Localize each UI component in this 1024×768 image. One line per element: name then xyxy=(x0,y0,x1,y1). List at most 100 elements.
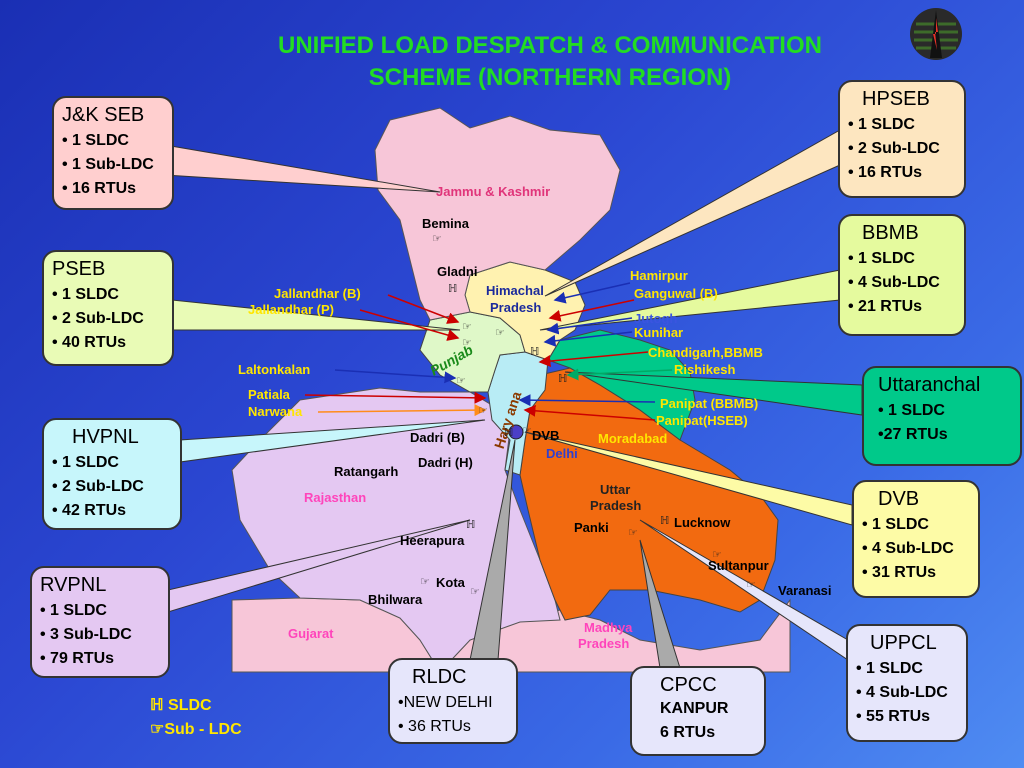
label-jammu-kashmir: Jammu & Kashmir xyxy=(436,184,551,199)
sldc-icon: ℍ xyxy=(558,373,568,385)
box-item: • 55 RTUs xyxy=(856,708,931,725)
label-himachal-2: Pradesh xyxy=(490,300,542,315)
title-line-2: SCHEME (NORTHERN REGION) xyxy=(368,64,732,91)
sub-ldc-icon: ☞ xyxy=(456,375,466,387)
hvpnl-box: HVPNL • 1 SLDC • 2 Sub-LDC • 42 RTUs xyxy=(42,418,182,530)
cpcc-box: CPCC KANPUR 6 RTUs xyxy=(630,666,766,756)
arrow-chandigarh xyxy=(538,351,649,368)
legend: ℍ SLDC ☞Sub - LDC xyxy=(150,694,242,742)
place-ratangarh: Ratangarh xyxy=(334,464,399,479)
box-item: • 1 SLDC xyxy=(862,516,929,533)
box-item: • 79 RTUs xyxy=(40,650,115,667)
sub-ldc-icon: ☞ xyxy=(746,579,756,591)
box-item: • 4 Sub-LDC xyxy=(856,684,948,701)
delhi-region xyxy=(508,424,524,440)
uppcl-box: UPPCL • 1 SLDC • 4 Sub-LDC • 55 RTUs xyxy=(846,624,968,742)
box-item: • 16 RTUs xyxy=(62,180,137,197)
box-title: CPCC xyxy=(660,674,717,696)
box-item: • 4 Sub-LDC xyxy=(862,540,954,557)
box-title: PSEB xyxy=(52,258,106,280)
arrow-kunihar xyxy=(543,331,633,347)
box-item: • 1 SLDC xyxy=(40,602,107,619)
box-title: HVPNL xyxy=(72,426,139,448)
place-chandigarh: Chandigarh,BBMB xyxy=(648,345,763,360)
sub-ldc-icon: ☞ xyxy=(432,233,442,245)
box-item: • 16 RTUs xyxy=(848,164,923,181)
jk-seb-box: J&K SEB • 1 SLDC • 1 Sub-LDC • 16 RTUs xyxy=(52,96,174,210)
sldc-icon: ℍ xyxy=(466,519,476,531)
box-item: 6 RTUs xyxy=(660,724,716,741)
box-item: • 42 RTUs xyxy=(52,502,127,519)
box-item: • 2 Sub-LDC xyxy=(52,310,144,327)
place-laltonkalan: Laltonkalan xyxy=(238,362,311,377)
box-item: •27 RTUs xyxy=(878,426,948,443)
arrow-narwana xyxy=(317,404,487,417)
box-item: • 1 SLDC xyxy=(52,286,119,303)
place-sultanpur: Sultanpur xyxy=(708,558,769,573)
label-uttar: Uttar xyxy=(600,482,631,497)
box-item: • 2 Sub-LDC xyxy=(848,140,940,157)
sub-ldc-icon: ☞ xyxy=(522,425,532,437)
sub-ldc-icon: ☞ xyxy=(628,527,638,539)
box-title: BBMB xyxy=(862,222,919,244)
label-rajasthan: Rajasthan xyxy=(304,490,367,505)
sub-ldc-icon: ☞ xyxy=(150,721,165,738)
label-delhi: Delhi xyxy=(546,446,578,461)
hpseb-box: HPSEB • 1 SLDC • 2 Sub-LDC • 16 RTUs xyxy=(838,80,966,198)
box-item: • 3 Sub-LDC xyxy=(40,626,132,643)
box-item: • 31 RTUs xyxy=(862,564,937,581)
place-jallandhar-p: Jallandhar (P) xyxy=(248,302,334,317)
arrow-rishikesh xyxy=(566,368,673,381)
sub-ldc-icon: ☞ xyxy=(420,576,430,588)
place-ganguwal: Ganguwal (B) xyxy=(634,286,718,301)
place-varanasi: Varanasi xyxy=(778,583,832,598)
arrow-panipat-hseb xyxy=(523,404,656,421)
title-line-1: UNIFIED LOAD DESPATCH & COMMUNICATION xyxy=(278,32,822,59)
label-himachal: Himachal xyxy=(486,283,544,298)
legend-subldc: ☞Sub - LDC xyxy=(150,721,242,738)
place-hamirpur: Hamirpur xyxy=(630,268,688,283)
powergrid-logo xyxy=(910,8,962,60)
label-madhya-2: Pradesh xyxy=(578,636,630,651)
box-item: • 4 Sub-LDC xyxy=(848,274,940,291)
sldc-icon: ℍ xyxy=(448,283,458,295)
label-uttar-2: Pradesh xyxy=(590,498,642,513)
arrow-jallandhar-b xyxy=(387,294,460,324)
pseb-box: PSEB • 1 SLDC • 2 Sub-LDC • 40 RTUs xyxy=(42,250,174,366)
arrow-hamirpur xyxy=(553,282,631,304)
box-item: • 21 RTUs xyxy=(848,298,923,315)
legend-sldc: ℍ SLDC xyxy=(150,697,212,714)
box-item: • 1 Sub-LDC xyxy=(62,156,154,173)
arrow-laltonkalan xyxy=(334,369,457,384)
sub-ldc-icon: ☞ xyxy=(478,405,488,417)
place-panki: Panki xyxy=(574,520,609,535)
box-item: • 1 SLDC xyxy=(878,402,945,419)
sub-ldc-icon: ☞ xyxy=(462,321,472,333)
place-kota: Kota xyxy=(436,575,465,590)
box-item: •NEW DELHI xyxy=(398,694,493,711)
uttaranchal-box: Uttaranchal • 1 SLDC •27 RTUs xyxy=(862,366,1022,466)
place-bhilwara: Bhilwara xyxy=(368,592,423,607)
place-jallandhar-b: Jallandhar (B) xyxy=(274,286,361,301)
place-panipat-bbmb: Panipat (BBMB) xyxy=(660,396,759,411)
arrow-jallandhar-p xyxy=(359,309,460,341)
label-gujarat: Gujarat xyxy=(288,626,334,641)
sldc-icon: ℍ xyxy=(530,346,540,358)
box-subtitle: KANPUR xyxy=(660,700,729,717)
box-title: RLDC xyxy=(412,666,467,688)
place-dvb: DVB xyxy=(532,428,560,443)
box-item: • 40 RTUs xyxy=(52,334,127,351)
box-title: RVPNL xyxy=(40,574,107,596)
place-dadri-b: Dadri (B) xyxy=(410,430,465,445)
page-title: UNIFIED LOAD DESPATCH & COMMUNICATION SC… xyxy=(200,30,900,94)
place-jutogh: Jutogh xyxy=(634,311,678,326)
place-bemina: Bemina xyxy=(422,216,469,231)
place-heerapura: Heerapura xyxy=(400,533,465,548)
place-kunihar: Kunihar xyxy=(634,325,684,340)
place-rishikesh: Rishikesh xyxy=(674,362,736,377)
jammu-kashmir-region xyxy=(374,107,621,321)
arrow-patiala xyxy=(304,391,487,404)
box-item: • 1 SLDC xyxy=(848,250,915,267)
sub-ldc-icon: ☞ xyxy=(470,586,480,598)
